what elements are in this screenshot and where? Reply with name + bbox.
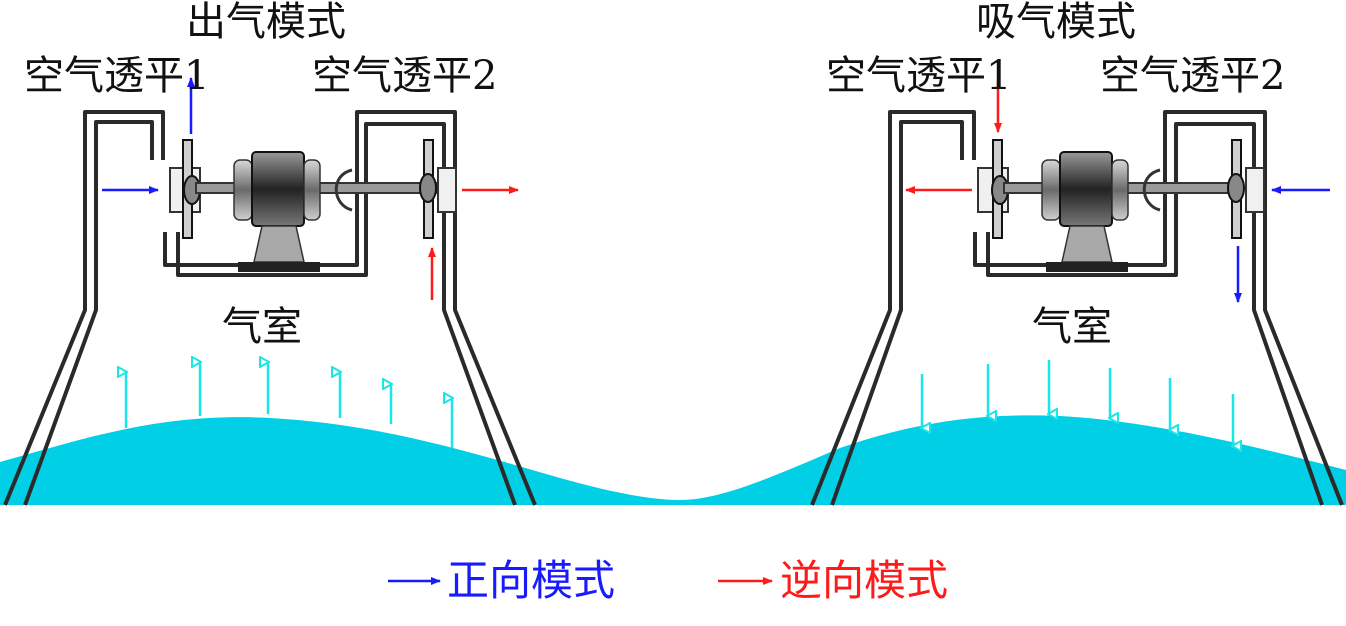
- right-chamber-label: 气室: [1032, 304, 1112, 350]
- left-chamber-label: 气室: [222, 304, 302, 350]
- left-wave-arrows: [126, 362, 452, 448]
- left-vent1-label: 空气透平1: [24, 53, 210, 99]
- left-vent2-label: 空气透平2: [312, 53, 498, 99]
- right-vent2-label: 空气透平2: [1100, 53, 1286, 99]
- right-chamber-structure: [810, 110, 1344, 506]
- left-chamber-structure: [3, 110, 537, 506]
- right-turbine-assembly: [977, 139, 1265, 272]
- right-mode-title: 吸气模式: [976, 0, 1136, 45]
- right-airflow-arrows: [905, 80, 1330, 303]
- right-vent1-label: 空气透平1: [826, 53, 1012, 99]
- left-mode-title: 出气模式: [186, 0, 346, 45]
- left-turbine-assembly: [169, 139, 457, 272]
- water-surface: [0, 415, 1346, 505]
- right-wave-arrows: [922, 360, 1233, 446]
- legend-forward-label: 正向模式: [447, 556, 616, 605]
- left-airflow-arrows: [102, 77, 519, 300]
- legend-reverse-label: 逆向模式: [780, 556, 949, 605]
